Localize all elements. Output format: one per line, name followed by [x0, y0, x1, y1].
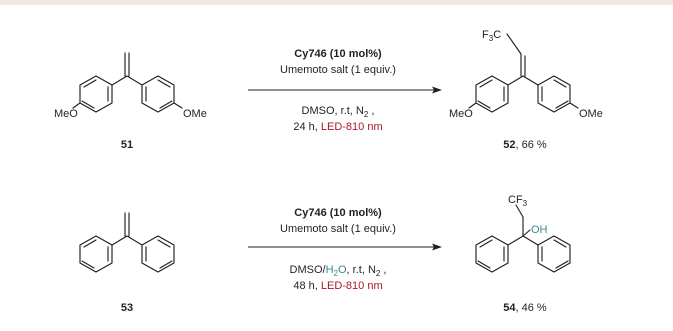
- hydroxyl-label-54: OH: [531, 224, 548, 236]
- methoxy-label-left: MeO: [449, 108, 473, 120]
- solvent-conditions-1: DMSO, r.t, N2 ,: [302, 105, 375, 119]
- methoxy-label-right: OMe: [183, 108, 207, 120]
- product-54-structure: CF3 OH: [475, 194, 571, 273]
- bond-lines: [468, 33, 579, 113]
- reactant-53-structure: [79, 212, 175, 273]
- cf3-label-54: CF3: [508, 194, 528, 208]
- catalyst-label-1: Cy746 (10 mol%): [294, 48, 382, 60]
- reactant-51-structure: MeO OMe: [54, 52, 207, 120]
- reaction-arrow-2: [248, 243, 442, 251]
- solvent-conditions-2: DMSO/H2O, r.t, N2 ,: [290, 264, 387, 278]
- methoxy-label-left: MeO: [54, 108, 78, 120]
- compound-label-54: 54, 46 %: [503, 302, 547, 314]
- top-divider-bar: [0, 0, 673, 5]
- cf3-label-52: F3C: [482, 29, 501, 43]
- compound-number-53: 53: [121, 302, 133, 314]
- methoxy-label-right: OMe: [579, 108, 603, 120]
- reagent-label-1: Umemoto salt (1 equiv.): [280, 64, 396, 76]
- catalyst-label-2: Cy746 (10 mol%): [294, 207, 382, 219]
- bond-lines: [79, 212, 175, 273]
- bond-lines: [475, 204, 571, 273]
- compound-number-51: 51: [121, 139, 133, 151]
- time-light-conditions-2: 48 h, LED-810 nm: [293, 280, 382, 292]
- time-light-conditions-1: 24 h, LED-810 nm: [293, 121, 382, 133]
- product-52-structure: F3C MeO OMe: [449, 29, 603, 120]
- bond-lines: [72, 52, 183, 113]
- reaction-arrow-1: [248, 86, 442, 94]
- reagent-label-2: Umemoto salt (1 equiv.): [280, 223, 396, 235]
- compound-label-52: 52, 66 %: [503, 139, 547, 151]
